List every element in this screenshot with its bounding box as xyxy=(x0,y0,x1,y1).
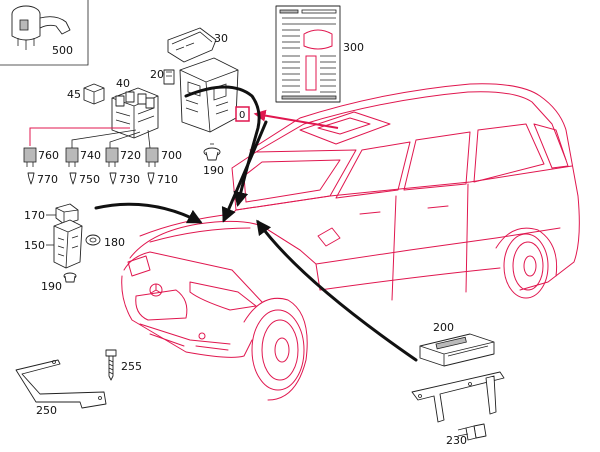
callout-720: 720 xyxy=(120,149,141,162)
fuse-740[interactable] xyxy=(65,147,79,167)
callout-0: 0 xyxy=(239,110,245,121)
callout-20: 20 xyxy=(150,68,164,81)
label-sheet-300[interactable] xyxy=(275,5,341,103)
callout-150: 150 xyxy=(24,239,45,252)
mini-fuse-710[interactable] xyxy=(147,172,155,185)
mini-fuse-770[interactable] xyxy=(27,172,35,185)
fusebox-housing[interactable] xyxy=(179,57,239,133)
vehicle-outline xyxy=(121,83,580,401)
callout-190-upper: 190 xyxy=(203,164,224,177)
callout-770: 770 xyxy=(37,173,58,186)
callout-190-lower: 190 xyxy=(41,280,62,293)
actuator-500[interactable] xyxy=(11,5,71,50)
callout-750: 750 xyxy=(79,173,100,186)
callout-40: 40 xyxy=(116,77,130,90)
relay-block-40[interactable] xyxy=(111,87,159,139)
callout-180: 180 xyxy=(104,236,125,249)
relay-45[interactable] xyxy=(83,83,105,105)
bolt-230[interactable] xyxy=(457,423,487,441)
module-150[interactable] xyxy=(53,219,83,269)
location-arrows xyxy=(94,85,418,362)
callout-45: 45 xyxy=(67,88,81,101)
callout-255: 255 xyxy=(121,360,142,373)
control-unit-200[interactable] xyxy=(419,333,495,367)
module-bracket-170[interactable] xyxy=(55,203,79,225)
callout-700: 700 xyxy=(161,149,182,162)
callout-230: 230 xyxy=(446,434,467,447)
callout-250: 250 xyxy=(36,404,57,417)
fuse-700[interactable] xyxy=(145,147,159,167)
fuse-760[interactable] xyxy=(23,147,37,167)
relay-20[interactable] xyxy=(163,69,175,85)
callout-730: 730 xyxy=(119,173,140,186)
mini-fuse-750[interactable] xyxy=(69,172,77,185)
screw-255[interactable] xyxy=(105,349,117,381)
callout-200: 200 xyxy=(433,321,454,334)
grommet-190-upper[interactable] xyxy=(203,143,221,161)
callout-710: 710 xyxy=(157,173,178,186)
mini-fuse-730[interactable] xyxy=(109,172,117,185)
fusebox-cover-30[interactable] xyxy=(167,27,217,63)
inset-part-500: 500 xyxy=(0,0,89,66)
grommet-190-lower[interactable] xyxy=(63,272,77,283)
fuse-leaders xyxy=(29,127,151,149)
fuse-720[interactable] xyxy=(105,147,119,167)
callout-760: 760 xyxy=(38,149,59,162)
callout-740: 740 xyxy=(80,149,101,162)
grommet-180[interactable] xyxy=(85,234,101,246)
callout-30: 30 xyxy=(214,32,228,45)
mount-bracket[interactable] xyxy=(411,371,505,423)
bracket-250[interactable] xyxy=(15,359,107,409)
callout-170: 170 xyxy=(24,209,45,222)
fuse-highlight-0[interactable]: 0 xyxy=(235,106,250,122)
callout-500: 500 xyxy=(52,44,73,57)
callout-300: 300 xyxy=(343,41,364,54)
